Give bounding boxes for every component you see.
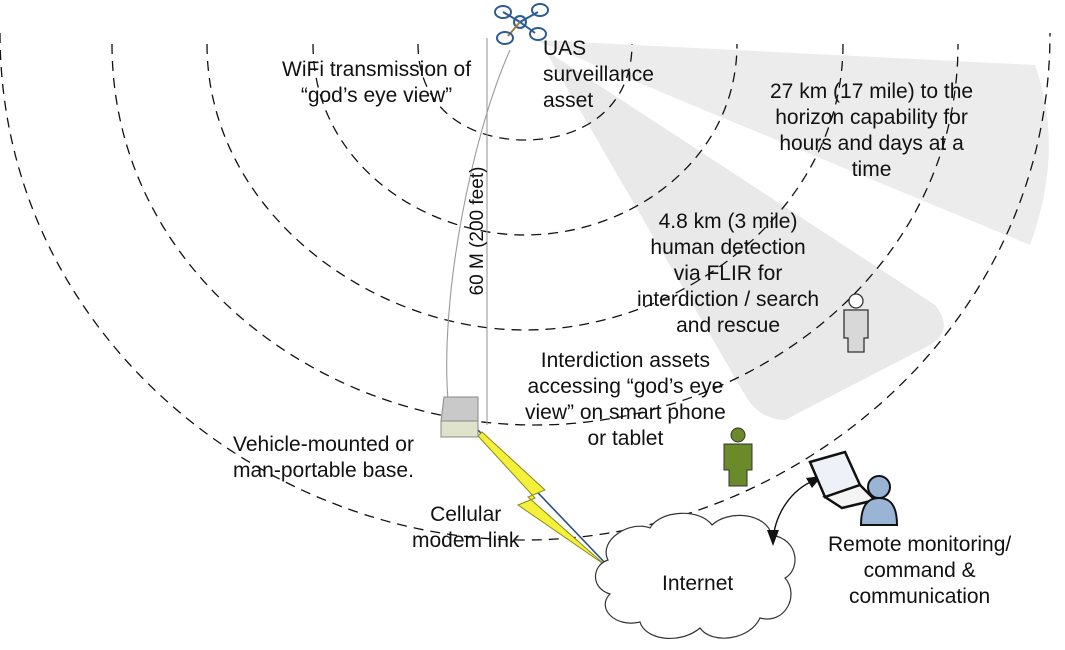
interdiction-label-line: Interdiction assets <box>540 349 711 372</box>
interdiction-label-line: or tablet <box>587 427 664 450</box>
flir-label-line: human detection <box>650 236 806 259</box>
interdiction-person-icon <box>723 427 753 487</box>
quadcopter-drone-icon <box>494 3 549 45</box>
range-ring-5 <box>0 32 1051 541</box>
remote-label-line: command & <box>863 559 976 582</box>
cloud-icon <box>594 512 796 640</box>
cellular-label-line: Cellular <box>430 503 502 526</box>
uas-label: UAS surveillance asset <box>543 36 654 114</box>
cellular-label: Cellular modem link <box>412 502 519 554</box>
flir-label-line: 4.8 km (3 mile) <box>658 210 798 233</box>
remote-label-line: Remote monitoring/ <box>828 533 1012 556</box>
range-rings <box>0 32 1051 541</box>
internet-label: Internet <box>662 572 734 595</box>
range-ring-4 <box>111 43 959 426</box>
lightning-bolt-icon <box>477 431 606 566</box>
range-ring-1 <box>417 43 633 141</box>
detected-person-icon <box>843 293 869 353</box>
base-station-box-icon <box>440 396 479 438</box>
flir-label: 4.8 km (3 mile) human detection via FLIR… <box>637 209 819 339</box>
wifi-label-line: “god’s eye view” <box>300 84 453 107</box>
base-label-line: Vehicle-mounted or <box>233 433 414 456</box>
uas-label-line: surveillance <box>543 63 654 86</box>
tether-line-left <box>446 49 511 401</box>
horizon-label-line: hours and days at a <box>779 132 964 155</box>
wifi-label: WiFi transmission of “god’s eye view” <box>282 57 471 109</box>
uas-label-line: asset <box>543 89 594 112</box>
horizon-beam <box>535 40 1049 245</box>
flir-label-line: via FLIR for <box>673 262 783 285</box>
horizon-label-line: horizon capability for <box>775 106 968 129</box>
base-label-line: man-portable base. <box>233 459 414 482</box>
horizon-label-line: 27 km (17 mile) to the <box>770 80 974 103</box>
remote-link-arrow <box>772 479 816 541</box>
horizon-label-line: time <box>851 158 892 181</box>
flir-label-line: interdiction / search <box>637 288 820 311</box>
horizon-label: 27 km (17 mile) to the horizon capabilit… <box>770 79 973 183</box>
altitude-label: 60 M (200 feet) <box>467 166 488 296</box>
interdiction-label-line: view” on smart phone <box>525 401 726 424</box>
remote-label-line: communication <box>849 585 991 608</box>
uas-label-line: UAS <box>543 37 587 60</box>
range-ring-2 <box>312 43 738 236</box>
laptop-icon <box>808 450 878 510</box>
wifi-label-line: WiFi transmission of <box>282 58 472 81</box>
cellular-label-line: modem link <box>412 529 520 552</box>
remote-user-icon <box>859 475 899 526</box>
interdiction-label-line: accessing “god’s eye <box>527 375 724 398</box>
base-label: Vehicle-mounted or man-portable base. <box>233 432 414 484</box>
interdiction-label: Interdiction assets accessing “god’s eye… <box>525 348 726 452</box>
remote-arrowhead-bottom <box>767 530 779 546</box>
remote-label: Remote monitoring/ command & communicati… <box>828 532 1011 610</box>
flir-label-line: and rescue <box>676 314 780 337</box>
